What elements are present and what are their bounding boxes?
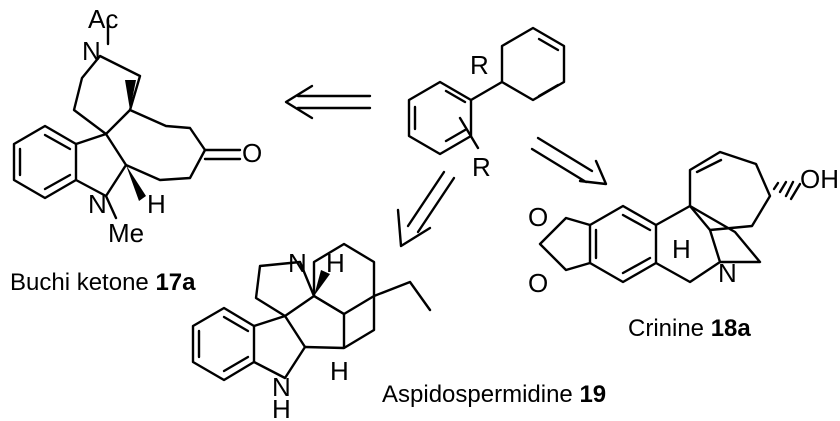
aspido-hydrogen-low: H xyxy=(330,356,349,386)
buchi-ketone-o: O xyxy=(242,138,262,168)
retro-arrow-left xyxy=(284,84,372,120)
buchi-hydrogen: H xyxy=(147,189,166,219)
crinine-caption-name: Crinine xyxy=(628,315,704,342)
aspido-nh: H xyxy=(272,394,291,421)
aspido-nitrogen: N xyxy=(288,248,307,278)
crinine-caption: Crinine 18a xyxy=(628,315,751,342)
buchi-caption: Buchi ketone 17a xyxy=(10,269,196,296)
r-substituent-top: R xyxy=(470,50,489,80)
buchi-indoline-n: N xyxy=(88,189,107,219)
crinine-hydrogen: H xyxy=(672,234,691,264)
aspido-hydrogen-top: H xyxy=(326,248,345,278)
buchi-caption-name: Buchi ketone xyxy=(10,269,149,296)
buchi-caption-number: 17a xyxy=(155,269,196,296)
retro-arrow-down xyxy=(396,170,456,248)
aspido-caption: Aspidospermidine 19 xyxy=(382,381,606,408)
crinine-nitrogen: N xyxy=(718,258,737,288)
aspido-caption-name: Aspidospermidine xyxy=(382,381,573,408)
r-substituent-ring: R xyxy=(472,152,491,182)
buchi-methyl: Me xyxy=(108,218,144,248)
crinine-structure: OH H N O O xyxy=(528,150,839,298)
central-biaryl-structure: R R xyxy=(407,26,566,182)
crinine-oxygen-a: O xyxy=(528,202,548,232)
aspidospermidine-structure: N H N H H xyxy=(191,242,432,421)
aspido-indoline-n: N xyxy=(272,372,291,402)
crinine-oxygen-b: O xyxy=(528,268,548,298)
aspido-caption-number: 19 xyxy=(579,381,606,408)
buchi-ketone-structure: Ac N O N H Me xyxy=(12,4,262,248)
buchi-amide-n: N xyxy=(82,36,101,66)
retro-arrow-right xyxy=(530,136,608,186)
buchi-acyl: Ac xyxy=(88,4,118,34)
crinine-caption-number: 18a xyxy=(711,315,752,342)
crinine-hydroxyl: OH xyxy=(800,164,839,194)
